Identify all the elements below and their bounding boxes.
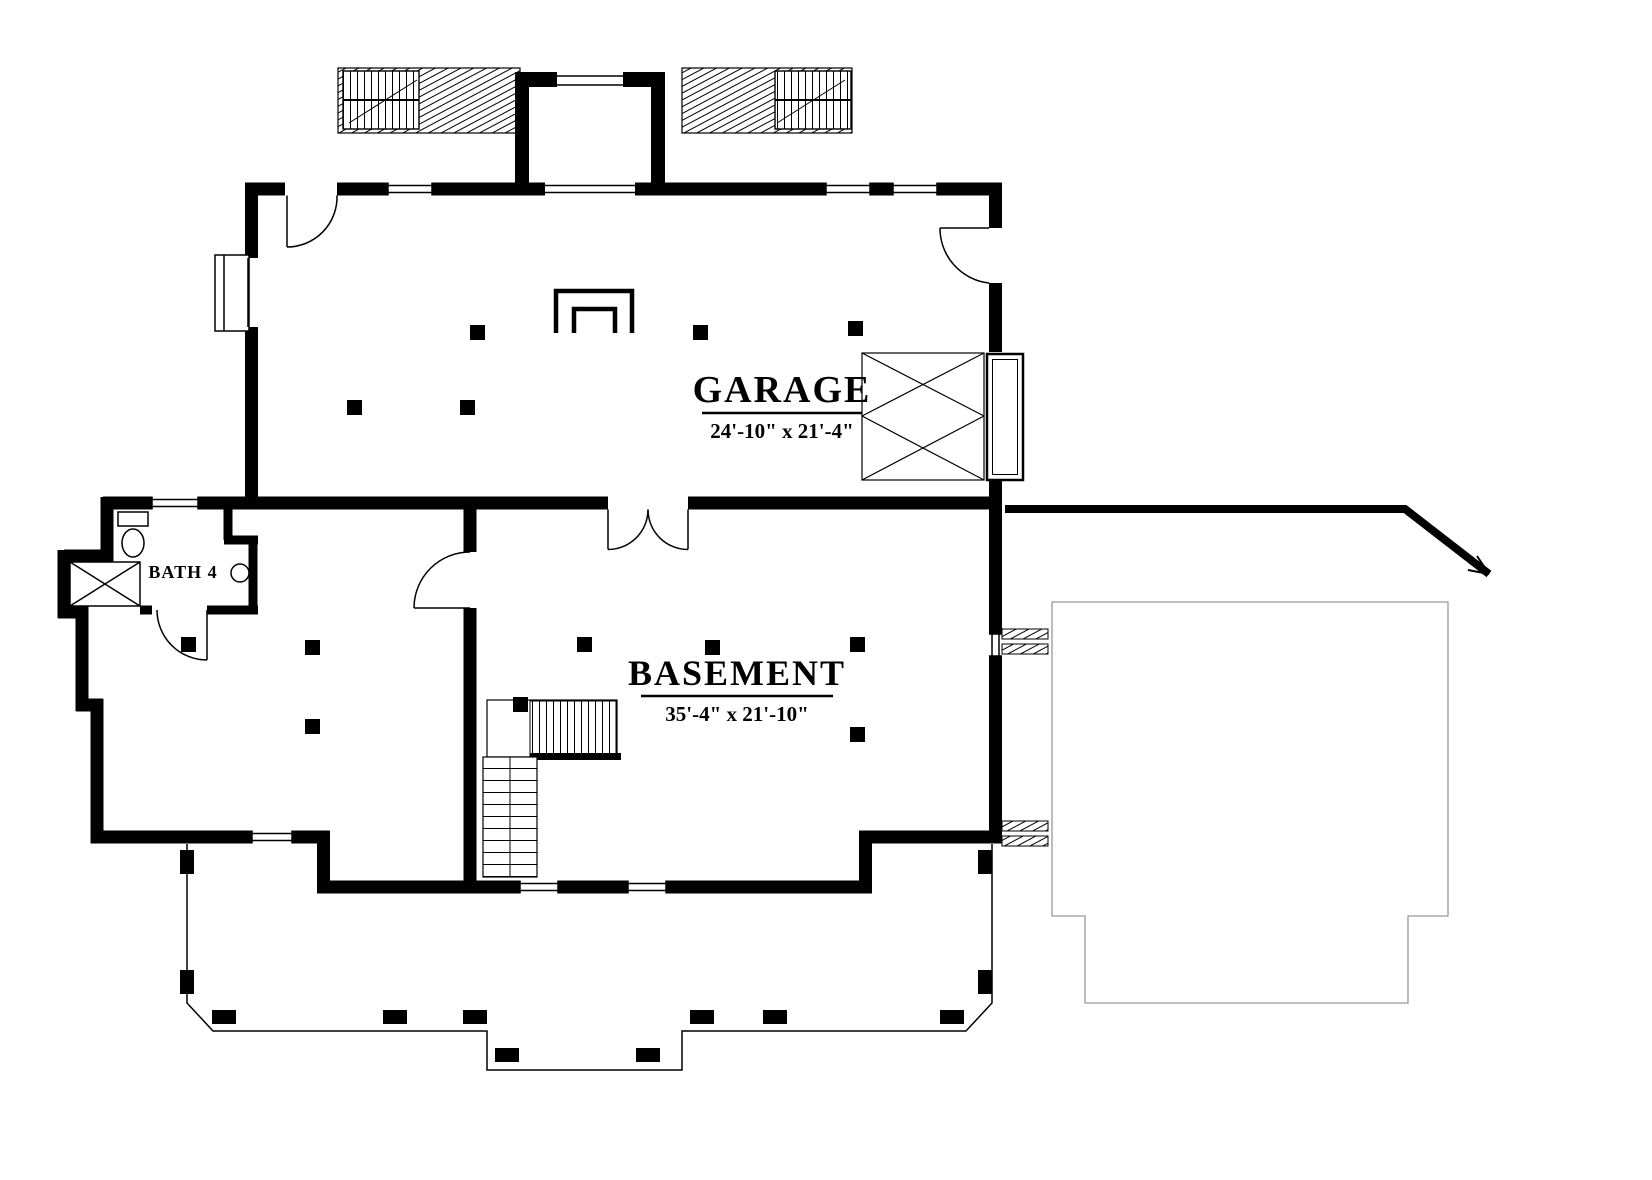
labels: GARAGE 24'-10" x 21'-4" BASEMENT 35'-4" … [148,369,872,726]
bath-fixtures [69,511,250,607]
patio-outline [1051,601,1449,1004]
window-bottom-2 [627,880,667,894]
upper-deck-right [681,67,853,134]
window-top-2 [825,182,871,196]
window-bottom-1 [519,880,559,894]
garage-label: GARAGE [693,369,872,411]
window-well-walls [1001,628,1049,847]
double-door-garage-basement [607,509,689,551]
upper-deck-left [337,67,521,134]
window-bottom-left [251,830,293,844]
chimney-chase [553,288,635,333]
bath-walls [140,507,258,615]
toilet [117,511,149,558]
bath4-label: BATH 4 [148,562,217,582]
stoop-threshold [545,184,635,194]
bay-window-left [214,254,250,332]
columns [181,321,865,742]
basement-label: BASEMENT [628,653,846,693]
windows [151,182,1002,894]
porch-posts [180,850,992,1062]
exterior-walls [57,182,1002,894]
door-garage-right [939,227,990,284]
basement-dimensions: 35'-4" x 21'-10" [665,702,808,726]
garage-door [861,352,1025,482]
garage-dimensions: 24'-10" x 21'-4" [710,419,853,443]
door-interior-wall [413,551,471,609]
window-top-1 [387,182,433,196]
garage-door-swing-lines [861,352,985,481]
shower [69,561,141,607]
window-top-3 [892,182,938,196]
doors [156,195,990,661]
window-bath [151,496,199,510]
sink [230,563,250,583]
door-garage-topleft [286,195,338,248]
door-bath [156,609,208,661]
entry-stoop [515,72,665,184]
retaining-wall [1005,505,1492,578]
basement-stairs [482,699,621,878]
window-right [989,633,1002,657]
rear-porch-outline [186,844,993,1071]
